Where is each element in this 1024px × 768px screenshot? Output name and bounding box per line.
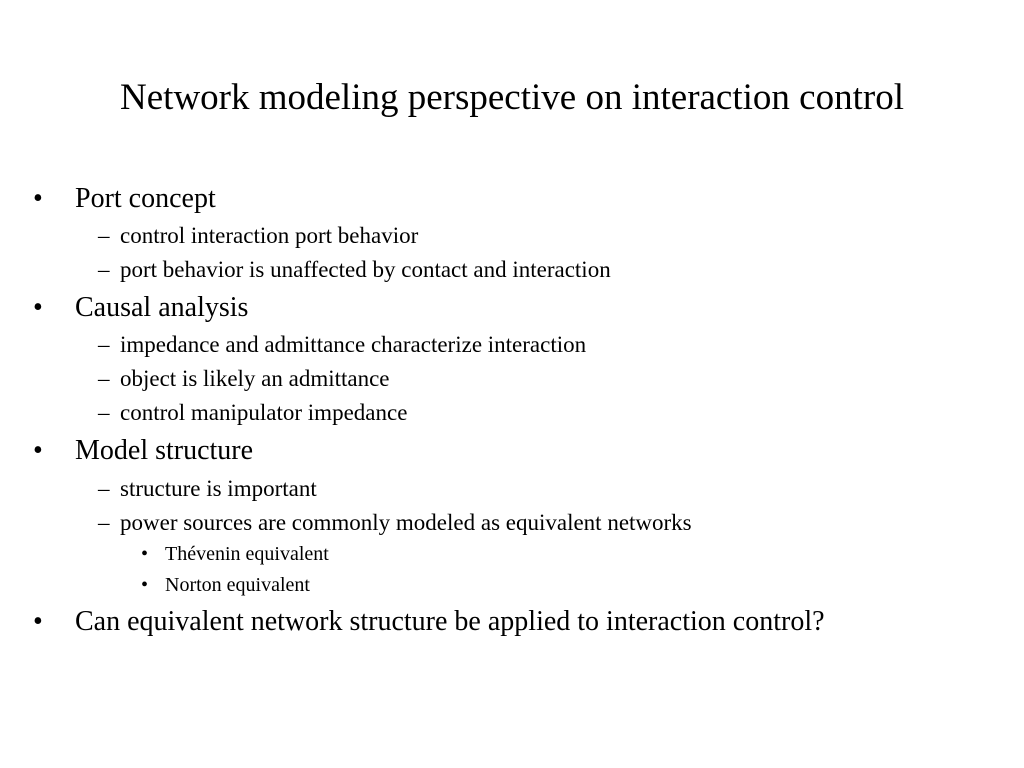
dash-marker: – [98,510,110,535]
bullet-marker: • [33,606,43,637]
sub-bullet-text: control interaction port behavior [120,223,419,248]
dash-marker: – [98,332,110,357]
bullet-text: Port concept [75,183,216,214]
bullet-marker: • [141,543,149,565]
sub-bullet-text: control manipulator impedance [120,400,408,425]
sub-bullet-text: port behavior is unaffected by contact a… [120,257,611,282]
sub-bullet-text: structure is important [120,476,317,501]
dash-marker: – [98,223,110,248]
bullet-text: Causal analysis [75,292,249,323]
bullet-text: Model structure [75,435,254,466]
bullet-text: Can equivalent network structure be appl… [75,606,825,637]
sub-bullet-text: impedance and admittance characterize in… [120,332,587,357]
sub-bullet-text: power sources are commonly modeled as eq… [120,510,692,535]
bullet-marker: • [33,435,43,466]
dash-marker: – [98,476,110,501]
sub-bullet-text: object is likely an admittance [120,366,390,391]
bullet-marker: • [141,574,149,596]
dash-marker: – [98,257,110,282]
sub-sub-bullet-text: Thévenin equivalent [165,543,329,565]
bullet-marker: • [33,292,43,323]
slide-title: Network modeling perspective on interact… [120,77,904,118]
sub-sub-bullet-text: Norton equivalent [165,574,310,596]
dash-marker: – [98,366,110,391]
dash-marker: – [98,400,110,425]
bullet-marker: • [33,183,43,214]
